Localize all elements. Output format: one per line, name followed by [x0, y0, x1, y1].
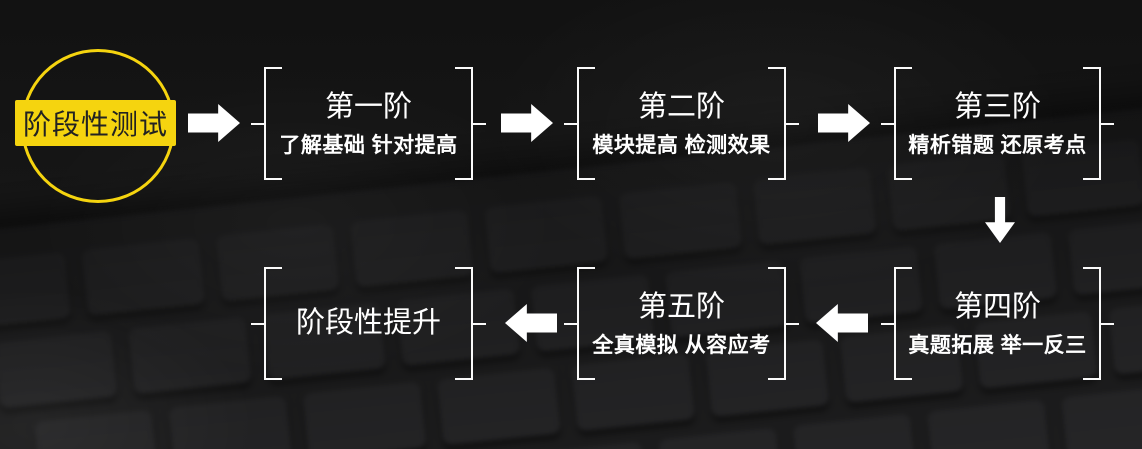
keyboard-key	[1060, 385, 1142, 449]
stage-title: 第三阶	[953, 91, 1041, 124]
stage-box-3: 第三阶 精析错题 还原考点	[881, 67, 1114, 180]
stage-subtitle: 全真模拟 从容应考	[592, 333, 771, 357]
stage-title: 第四阶	[953, 291, 1041, 324]
bracket-left-icon	[564, 67, 595, 180]
stage-title: 第五阶	[637, 291, 725, 324]
arrow-right-icon	[501, 104, 553, 142]
stage-box-final: 阶段性提升	[251, 267, 486, 380]
keyboard-key	[618, 181, 743, 260]
start-badge-label: 阶段性测试	[15, 100, 176, 146]
stage-subtitle: 真题拓展 举一反三	[908, 333, 1087, 357]
keyboard-key	[523, 441, 649, 449]
bracket-tick-icon	[881, 122, 894, 125]
bracket-left-icon	[881, 67, 912, 180]
stage-box-1: 第一阶 了解基础 针对提高	[251, 67, 486, 180]
stage-subtitle: 模块提高 检测效果	[592, 133, 771, 157]
bracket-tick-icon	[1101, 122, 1114, 125]
bracket-left-icon	[564, 267, 595, 380]
stage-subtitle: 精析错题 还原考点	[908, 133, 1087, 157]
bracket-right-icon	[455, 267, 486, 380]
bracket-tick-icon	[786, 322, 799, 325]
bracket-tick-icon	[251, 122, 264, 125]
bracket-left-icon	[881, 267, 912, 380]
keyboard-key	[792, 413, 917, 449]
bracket-tick-icon	[473, 322, 486, 325]
bracket-tick-icon	[881, 322, 894, 325]
bracket-right-icon	[1083, 67, 1114, 180]
bracket-right-icon	[768, 67, 799, 180]
bracket-tick-icon	[1101, 322, 1114, 325]
keyboard-key	[926, 399, 1051, 449]
bracket-tick-icon	[564, 322, 577, 325]
bracket-left-icon	[251, 67, 282, 180]
keyboard-key	[33, 409, 159, 449]
bracket-right-icon	[1083, 267, 1114, 380]
keyboard-key	[81, 237, 206, 316]
bracket-left-icon	[251, 267, 282, 380]
stage-title: 阶段性提升	[295, 307, 441, 340]
bracket-tick-icon	[251, 322, 264, 325]
bracket-right-icon	[768, 267, 799, 380]
stage-box-4: 第四阶 真题拓展 举一反三	[881, 267, 1114, 380]
keyboard-key	[302, 381, 427, 449]
keyboard-key	[0, 330, 118, 409]
bracket-tick-icon	[473, 122, 486, 125]
arrow-right-icon	[188, 104, 240, 142]
bracket-tick-icon	[564, 122, 577, 125]
arrow-right-icon	[818, 104, 870, 142]
stage-title: 第二阶	[637, 91, 725, 124]
bracket-right-icon	[455, 67, 486, 180]
keyboard-key	[0, 251, 72, 330]
keyboard-key	[483, 195, 609, 274]
stage-title: 第一阶	[324, 91, 412, 124]
stage-box-2: 第二阶 模块提高 检测效果	[564, 67, 799, 180]
bracket-tick-icon	[786, 122, 799, 125]
stage-subtitle: 了解基础 针对提高	[279, 133, 458, 157]
keyboard-key	[127, 316, 252, 395]
keyboard-key	[658, 427, 783, 449]
keyboard-key	[1108, 296, 1142, 375]
keyboard-key	[168, 395, 293, 449]
stage-box-5: 第五阶 全真模拟 从容应考	[564, 267, 799, 380]
